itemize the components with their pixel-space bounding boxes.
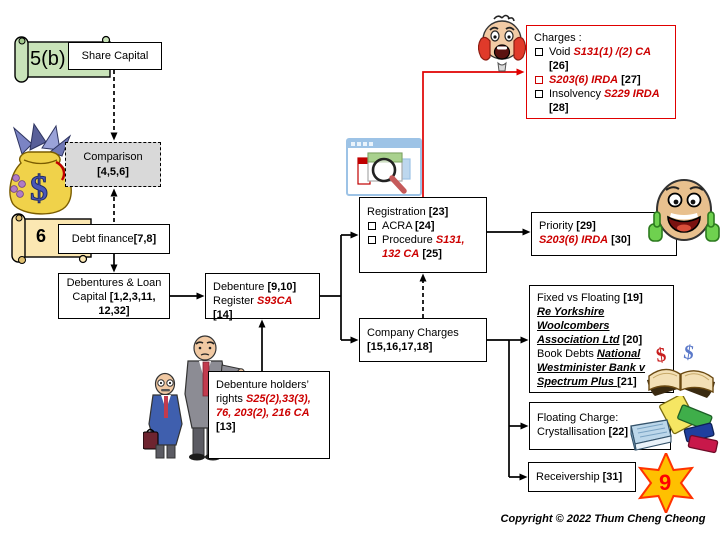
charges-title: Charges :: [534, 32, 582, 44]
fixed-floating-label: Fixed vs Floating: [537, 292, 624, 304]
registration-label: Registration: [367, 206, 429, 218]
debenture-ref: [9,10]: [267, 281, 297, 293]
procedure-ref: [25]: [419, 248, 442, 261]
node-company-charges: Company Charges [15,16,17,18]: [359, 318, 487, 362]
charges-item-insolvency: Insolvency S229 IRDA [28]: [534, 87, 668, 115]
registration-item-procedure: Procedure S131, 132 CA [25]: [367, 233, 479, 261]
copyright-text: Copyright © 2022 Thum Cheng Cheong: [500, 513, 706, 525]
line-debenture-split: [320, 235, 342, 340]
debentures-ref: [1,2,3,11, 12,32]: [98, 291, 156, 318]
svg-text:$: $: [682, 341, 695, 364]
insolvency-ref: [28]: [549, 102, 569, 115]
receivership-label: Receivership: [536, 471, 603, 483]
checkbox-icon: [368, 221, 376, 230]
priority-ref: [29]: [576, 220, 596, 232]
register-label: Register: [213, 295, 258, 308]
charges-item-void: Void S131(1) /(2) CA [26]: [534, 45, 668, 73]
arrow-registration-charges-red: [422, 68, 525, 197]
void-statute: S131(1) /(2) CA: [573, 46, 652, 59]
books-stack-icon: [627, 393, 720, 458]
spectrum-case: National Westminister Bank v Spectrum Pl…: [537, 348, 646, 389]
floating-charge-ref: [22]: [608, 426, 629, 439]
chapter-number: 6: [36, 226, 47, 246]
node-receivership: Receivership [31]: [528, 462, 636, 492]
svg-text:$: $: [30, 168, 48, 208]
void-ref: [26]: [549, 60, 569, 73]
procedure-statute: S131, 132 CA: [382, 234, 465, 261]
book-debts-label: Book Debts: [537, 348, 597, 361]
node-debt-finance: Debt finance [7,8]: [58, 224, 170, 254]
debt-finance-ref: [7,8]: [133, 232, 157, 245]
holders-label: Debenture holders’ rights: [216, 379, 309, 406]
registration-item-acra: ACRA [24]: [367, 219, 479, 233]
registration-ref: [23]: [428, 206, 449, 218]
svg-text:$: $: [655, 344, 668, 367]
holders-statute: S25(2),33(3), 76, 203(2), 216 CA: [216, 393, 311, 420]
debenture-line1: Debenture [9,10]: [213, 280, 312, 294]
section-number: 5(b): [30, 48, 66, 70]
checkbox-icon: [535, 47, 543, 56]
node-charges: Charges : Void S131(1) /(2) CA [26] S203…: [526, 25, 676, 119]
screaming-face-icon: [477, 13, 527, 77]
registration-title-line: Registration [23]: [367, 205, 479, 219]
money-bag-icon: $: [4, 120, 78, 220]
star-badge-icon: 9: [635, 450, 697, 516]
yorkshire-ref: [20]: [619, 334, 643, 347]
debenture-label: Debenture: [213, 281, 268, 293]
acra-label: ACRA: [382, 220, 416, 233]
node-comparison: Comparison [4,5,6]: [65, 142, 161, 187]
fixed-floating-ref: [19]: [623, 292, 643, 304]
node-debenture-register: Debenture [9,10] Register S93CA [14]: [205, 273, 320, 322]
browser-search-icon: [346, 138, 422, 196]
acra-ref: [24]: [415, 220, 435, 233]
share-capital-label: Share Capital: [81, 49, 149, 62]
holders-ref: [13]: [216, 421, 236, 434]
node-debentures-loan-capital: Debentures & Loan Capital [1,2,3,11, 12,…: [58, 273, 170, 319]
debt-finance-label: Debt finance: [71, 232, 134, 245]
yorkshire-case: Re Yorkshire Woolcombers Association Ltd: [537, 306, 620, 347]
floating-charge-label: Floating Charge: Crystallisation: [537, 412, 619, 439]
insolvency-statute: S229 IRDA: [604, 88, 660, 101]
line-companycharges-branch: [487, 339, 510, 477]
checkbox-red-icon: [535, 75, 543, 84]
comparison-ref: [4,5,6]: [97, 165, 129, 178]
star-number: 9: [659, 470, 672, 495]
procedure-label: Procedure: [382, 234, 436, 247]
node-debenture-holders: Debenture holders’ rights S25(2),33(3), …: [208, 371, 330, 459]
void-label: Void: [549, 46, 574, 59]
charges-item-irda: S203(6) IRDA [27]: [534, 73, 668, 87]
priority-label: Priority: [539, 220, 577, 232]
company-charges-label: Company Charges: [367, 327, 459, 339]
spectrum-ref: [21]: [617, 376, 637, 389]
comparison-label: Comparison: [83, 151, 143, 164]
priority-statute-line: S203(6) IRDA [30]: [539, 233, 669, 247]
checkbox-icon: [368, 235, 376, 244]
receivership-ref: [31]: [602, 471, 623, 483]
debentures-label: Debentures & Loan Capital: [66, 277, 162, 304]
register-statute: S93CA: [257, 295, 293, 308]
priority-statute-ref: [30]: [608, 234, 631, 247]
priority-title-line: Priority [29]: [539, 219, 669, 233]
debenture-line2: Register S93CA [14]: [213, 294, 312, 322]
irda-statute: S203(6) IRDA: [549, 74, 619, 87]
node-registration: Registration [23] ACRA [24] Procedure S1…: [359, 197, 487, 273]
book-dollars-icon: $ $: [641, 340, 720, 406]
company-charges-ref: [15,16,17,18]: [367, 341, 433, 354]
node-priority: Priority [29] S203(6) IRDA [30]: [531, 212, 677, 256]
thumbs-up-face-icon: [648, 176, 720, 260]
register-ref: [14]: [213, 309, 233, 322]
irda-ref: [27]: [618, 74, 641, 87]
insolvency-label: Insolvency: [549, 88, 605, 101]
node-share-capital: Share Capital: [68, 42, 162, 70]
priority-statute: S203(6) IRDA: [539, 234, 609, 247]
checkbox-icon: [535, 89, 543, 98]
